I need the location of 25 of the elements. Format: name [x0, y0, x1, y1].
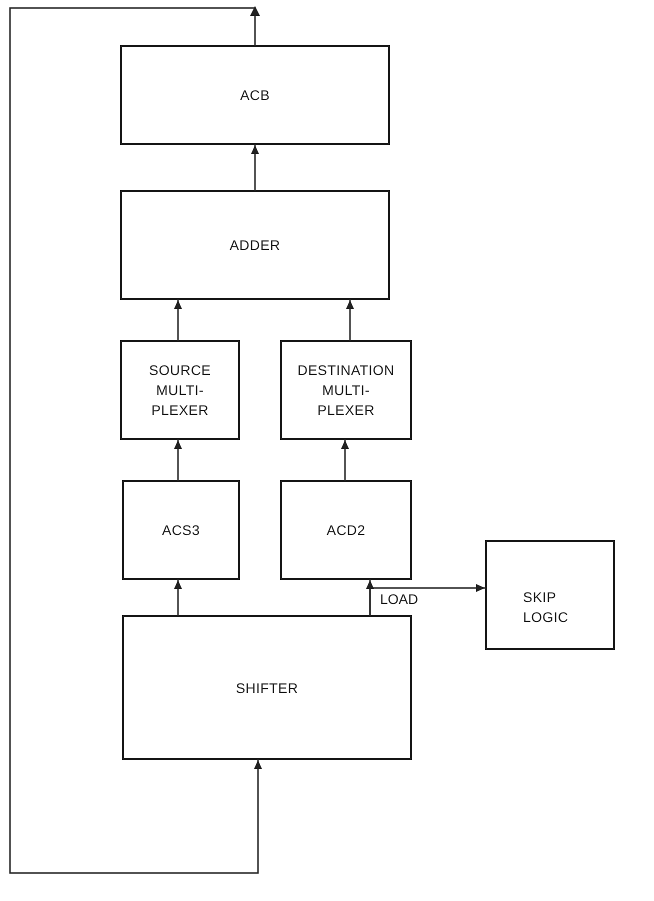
block-box — [120, 45, 390, 145]
arrow — [251, 145, 259, 190]
arrow — [174, 300, 182, 340]
block-box — [280, 340, 412, 440]
arrow — [174, 580, 182, 615]
block-label: DESTINATION MULTI- PLEXER — [296, 361, 396, 420]
arrow — [369, 584, 485, 615]
block-label: ADDER — [228, 236, 282, 255]
arrow — [346, 300, 354, 340]
block-box — [485, 540, 615, 650]
block-label: SOURCE MULTI- PLEXER — [148, 361, 212, 420]
arrow — [174, 440, 182, 480]
block-label: ACD2 — [326, 521, 366, 540]
block-box — [120, 340, 240, 440]
arrow — [341, 440, 349, 480]
block-label: SHIFTER — [234, 678, 300, 698]
block-label: ACS3 — [161, 521, 201, 540]
feedback-arrow — [9, 6, 262, 874]
block-box — [122, 615, 412, 760]
block-box — [280, 480, 412, 580]
block-box — [120, 190, 390, 300]
block-label: SKIP LOGIC — [522, 588, 570, 627]
edge-label: LOAD — [378, 592, 420, 606]
block-box — [122, 480, 240, 580]
block-label: ACB — [239, 86, 271, 105]
